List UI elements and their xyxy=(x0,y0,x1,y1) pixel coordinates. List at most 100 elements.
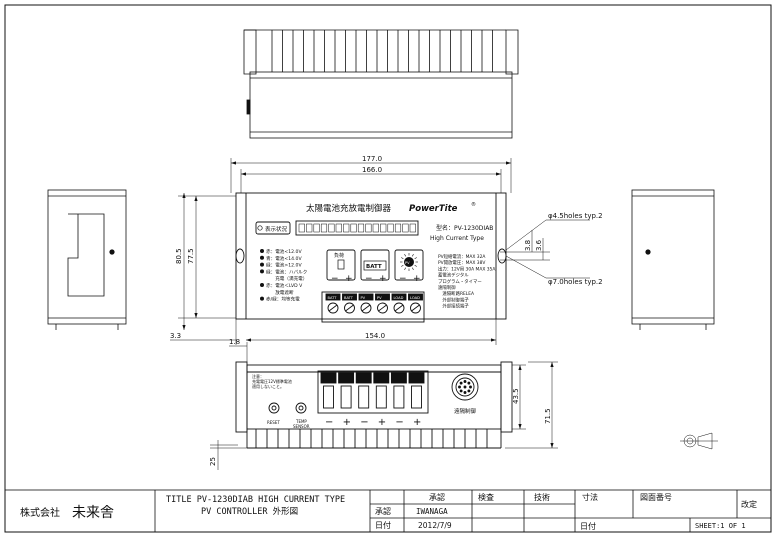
date-value: 2012/7/9 xyxy=(418,521,452,530)
led-icon xyxy=(260,283,264,287)
drawing-border xyxy=(4,4,772,533)
connector-slot xyxy=(375,385,387,409)
lcd-digit xyxy=(350,223,357,233)
spec-line: 外部制御端子 xyxy=(438,296,469,303)
dim-805: 80.5 xyxy=(175,248,183,264)
terminal-screw xyxy=(377,302,388,314)
lcd-digit xyxy=(328,223,335,233)
dim-177: 177.0 xyxy=(362,155,382,163)
polarity-sign: + xyxy=(343,417,351,428)
drawing-title-line2: PV CONTROLLER 外形図 xyxy=(201,506,298,517)
connector-pin xyxy=(463,385,467,389)
led-icon xyxy=(260,249,264,253)
date-row-label: 日付 xyxy=(375,520,391,530)
led-icon xyxy=(260,296,264,301)
connector-top xyxy=(373,372,390,384)
connector-pin xyxy=(463,380,467,383)
spec-line: 遠隔制御 xyxy=(438,284,456,291)
sun-ray xyxy=(414,257,417,260)
lcd-digit xyxy=(402,223,409,233)
dim-38: 3.8 xyxy=(524,240,532,251)
terminal-label-plate xyxy=(325,293,341,301)
polarity-sign: − xyxy=(360,417,368,428)
status-label: 表示状況 xyxy=(265,225,288,233)
led-icon xyxy=(260,262,264,267)
dimension-lines xyxy=(170,158,718,470)
sun-ray xyxy=(401,257,404,260)
status-line: 赤：電池<12.0V xyxy=(266,248,302,255)
screw-slot xyxy=(328,304,338,312)
lcd-digit xyxy=(372,223,379,233)
dimension-arrowhead xyxy=(231,161,236,165)
connector-pin xyxy=(458,385,461,389)
sun-ray xyxy=(401,264,404,267)
dimension-arrowhead xyxy=(506,161,511,165)
connector-pin xyxy=(459,381,463,385)
dim-154: 154.0 xyxy=(365,332,385,340)
note-line: 注意： xyxy=(252,373,264,379)
company-name: 未来舎 xyxy=(72,505,114,521)
connector-slot xyxy=(393,385,405,409)
connector-pin xyxy=(467,389,471,393)
dimension-arrowhead xyxy=(246,338,251,342)
minus-sign: − xyxy=(331,274,339,284)
status-line: 放電遮断 xyxy=(266,289,294,296)
approve-header: 承認 xyxy=(429,492,445,502)
connector-pin xyxy=(469,385,472,389)
hole-callout-large: φ7.0holes typ.2 xyxy=(548,278,603,286)
bottom-view-body xyxy=(235,361,513,449)
screw-slot xyxy=(345,304,354,312)
terminal-label: BATT xyxy=(344,296,354,300)
lcd-digit xyxy=(409,223,416,233)
model-sub: High Current Type xyxy=(430,235,484,242)
lcd-digit xyxy=(313,223,320,233)
dimension-arrowhead xyxy=(518,365,522,370)
dimension-arrowhead xyxy=(194,196,198,201)
temp-label-line1: TEMP xyxy=(295,419,307,424)
connector-slot xyxy=(340,385,352,409)
lcd-digit xyxy=(343,223,350,233)
led-icon xyxy=(260,255,264,260)
brand-logo: PowerTite xyxy=(409,204,458,214)
terminal-screw xyxy=(327,302,339,314)
sun-ray xyxy=(411,267,414,270)
polarity-sign: − xyxy=(395,417,403,428)
left-side-view xyxy=(47,189,127,330)
lcd-digit xyxy=(394,223,402,233)
terminal-screw xyxy=(393,302,405,314)
terminal-label: BATT xyxy=(328,296,338,300)
terminal-screw xyxy=(410,302,421,314)
load-bulb-icon xyxy=(337,259,345,270)
hole-callout-small: φ4.5holes typ.2 xyxy=(548,212,603,220)
drawing-title-line1: TITLE PV-1230DIAB HIGH CURRENT TYPE xyxy=(166,495,345,505)
dim-715: 71.5 xyxy=(544,408,552,424)
reset-label: RESET xyxy=(267,420,280,425)
dim-435: 43.5 xyxy=(512,388,520,404)
polarity-sign: + xyxy=(378,417,386,428)
status-line: 緑：電池>12.0V xyxy=(266,262,302,269)
date-label-2: 日付 xyxy=(580,521,596,531)
spec-line: プログラム・タイマー xyxy=(438,278,482,285)
plus-sign: + xyxy=(379,274,387,284)
dim-18: 1.8 xyxy=(229,338,240,346)
terminal-label-plate xyxy=(391,293,407,301)
lcd-digit xyxy=(387,223,394,233)
size-label: 寸法 xyxy=(582,492,598,502)
dimension-arrowhead xyxy=(194,313,198,318)
dim-36: 3.6 xyxy=(535,239,543,251)
spec-line: 出力：12V用 30A MAX 35A xyxy=(438,265,495,272)
dimension-arrowhead xyxy=(550,443,554,448)
connector-pin xyxy=(467,381,471,385)
dimension-arrowhead xyxy=(182,193,186,198)
temp-label-line2: SENSOR xyxy=(293,424,310,429)
screw-slot xyxy=(394,304,404,312)
lcd-digit xyxy=(320,223,328,233)
connector-top xyxy=(390,372,407,384)
minus-sign: − xyxy=(399,274,407,284)
terminal-label-plate xyxy=(375,293,390,301)
spec-line: 蓄電池デジタル xyxy=(438,272,469,279)
connector-slot xyxy=(323,385,334,409)
screw-slot xyxy=(411,304,420,312)
terminal-label-plate xyxy=(342,293,357,301)
